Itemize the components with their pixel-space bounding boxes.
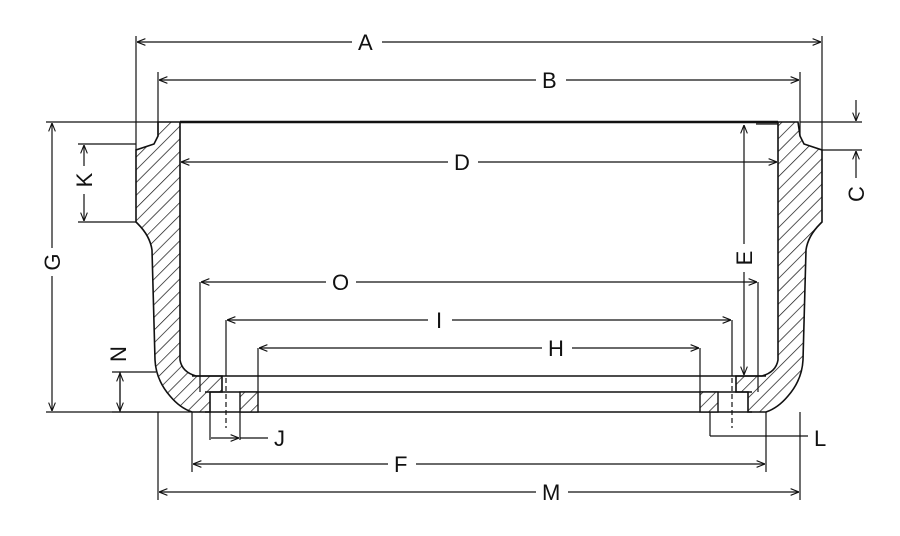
dimension-labels: A B D O I H F M J L G K E C N (40, 30, 869, 505)
left-foot-pocket (239, 391, 259, 413)
label-n: N (106, 346, 131, 362)
extension-lines (46, 36, 862, 500)
label-k: K (72, 172, 97, 187)
right-foot-pocket (699, 391, 719, 413)
label-a: A (358, 30, 373, 55)
label-c: C (844, 186, 869, 202)
label-i: I (436, 308, 442, 333)
label-l: L (814, 426, 826, 451)
part-outline (135, 120, 823, 428)
label-d: D (454, 150, 470, 175)
label-o: O (332, 270, 349, 295)
right-wall-section (735, 121, 823, 413)
label-g: G (40, 253, 65, 270)
label-m: M (542, 480, 560, 505)
label-b: B (542, 68, 557, 93)
label-j: J (274, 426, 285, 451)
label-e: E (732, 251, 757, 266)
left-wall-section (135, 121, 223, 413)
dimension-lines (52, 42, 856, 492)
label-f: F (394, 452, 407, 477)
label-h: H (548, 336, 564, 361)
